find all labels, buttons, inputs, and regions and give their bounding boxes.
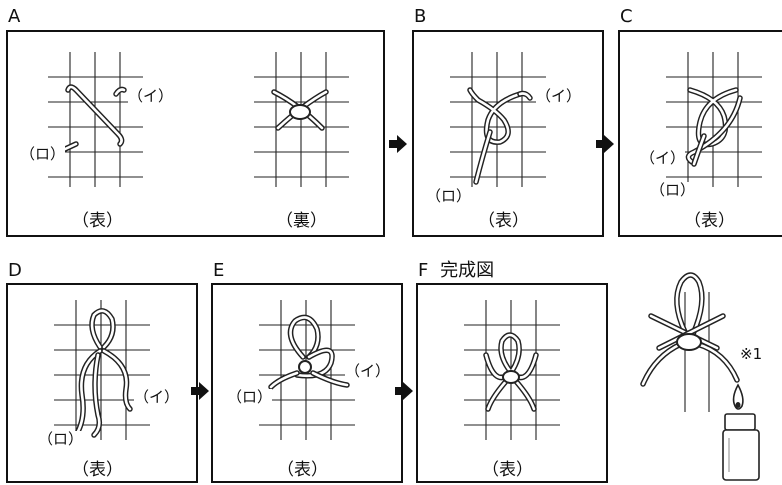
panel-a: （イ） （ロ） （表） （裏） xyxy=(6,30,385,237)
arrow-right-icon xyxy=(596,135,614,153)
label-i: （イ） xyxy=(128,87,174,105)
label-i: （イ） xyxy=(536,87,582,105)
caption-front: （表） xyxy=(72,211,123,231)
label-ro: （ロ） xyxy=(227,388,273,406)
diagram-c xyxy=(666,52,762,187)
label-i: （イ） xyxy=(345,362,391,380)
diagram-f xyxy=(464,300,560,440)
arrow-right-icon xyxy=(191,382,209,400)
note-mark: ※1 xyxy=(740,345,763,363)
panel-f: （表） xyxy=(416,283,608,483)
step-letter-f-label: F xyxy=(418,260,429,281)
label-ro: （ロ） xyxy=(20,145,66,163)
step-letter-e: E xyxy=(213,260,225,281)
label-ro: （ロ） xyxy=(426,187,472,205)
label-ro: （ロ） xyxy=(38,430,84,448)
caption-back: （裏） xyxy=(276,211,327,231)
caption-front: （表） xyxy=(684,211,735,231)
arrow-right-icon xyxy=(395,382,413,400)
panel-c: （イ） （ロ） （表） xyxy=(618,30,782,237)
step-letter-c: C xyxy=(620,6,633,27)
panel-b: （イ） （ロ） （表） xyxy=(412,30,604,237)
label-ro: （ロ） xyxy=(650,181,696,199)
caption-front: （表） xyxy=(277,460,328,480)
label-i: （イ） xyxy=(134,388,180,406)
step-letter-f: F 完成図 xyxy=(418,262,494,280)
caption-front: （表） xyxy=(72,460,123,480)
caption-front: （表） xyxy=(478,211,529,231)
label-i: （イ） xyxy=(640,149,686,167)
lighter-icon xyxy=(722,383,760,481)
diagram-a xyxy=(48,52,349,187)
sealing-illustration xyxy=(640,272,760,481)
diagram-b xyxy=(450,52,546,187)
diagram-e xyxy=(259,300,355,440)
panel-d: （イ） （ロ） （表） xyxy=(6,283,198,483)
panel-e: （イ） （ロ） （表） xyxy=(211,283,403,483)
completion-title: 完成図 xyxy=(440,260,495,281)
step-letter-d: D xyxy=(8,260,22,281)
caption-front: （表） xyxy=(482,460,533,480)
step-letter-a: A xyxy=(8,6,21,27)
diagram-d xyxy=(54,300,150,440)
arrow-right-icon xyxy=(389,135,407,153)
step-letter-b: B xyxy=(414,6,427,27)
